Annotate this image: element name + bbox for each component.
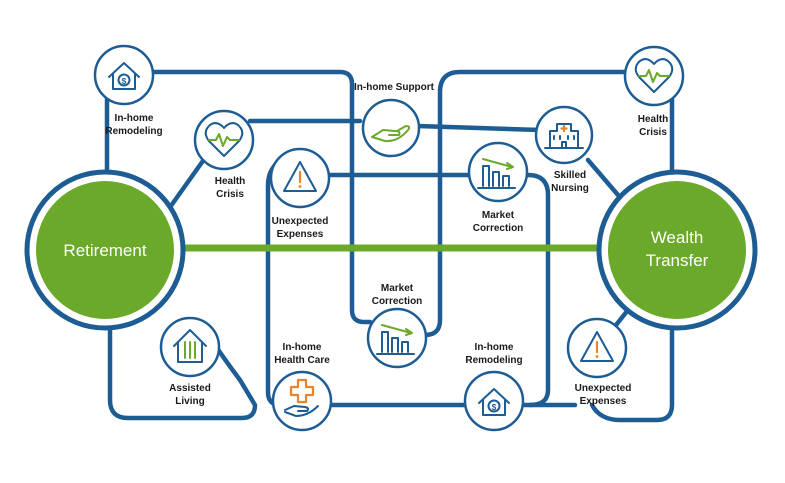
path-retirement-bottom: [107, 297, 258, 421]
svg-text:$: $: [492, 403, 497, 412]
assisted-living-label-1: Assisted: [169, 383, 211, 394]
svg-text:$: $: [122, 77, 127, 86]
node-unexpected-expenses-right: Unexpected Expenses: [566, 317, 632, 407]
node-skilled-nursing: Skilled Nursing: [534, 105, 594, 194]
path-right-bottom-loop: [589, 287, 675, 423]
node-health-crisis-left: Health Crisis: [193, 109, 255, 200]
node-market-correction-middle: Market Correction: [366, 283, 428, 369]
hand-support-icon: [371, 125, 411, 143]
house-dollar-icon: $: [478, 388, 510, 416]
heart-pulse-icon: [204, 122, 244, 157]
node-inhome-support: In-home Support: [354, 82, 435, 158]
skilled-nursing-label-1: Skilled: [554, 170, 586, 181]
node-inhome-remodeling-top-left: $ In-home Remodeling: [93, 44, 163, 137]
unexpected-left-label-1: Unexpected: [272, 216, 329, 227]
retirement-hub: Retirement: [24, 169, 186, 331]
unexpected-right-label-2: Expenses: [580, 396, 627, 407]
inhome-health-care-label-1: In-home: [283, 342, 322, 353]
health-crisis-left-label-1: Health: [215, 176, 246, 187]
inhome-remodeling-br-label-2: Remodeling: [465, 355, 522, 366]
wealth-transfer-label-line2: Transfer: [646, 251, 709, 270]
assisted-living-building-icon: [173, 329, 207, 363]
node-inhome-remodeling-bottom: In-home Remodeling $: [463, 342, 525, 432]
wealth-transfer-label-line1: Wealth: [651, 228, 704, 247]
medical-cross-hand-icon: [284, 378, 319, 417]
node-market-correction-top: Market Correction: [467, 141, 529, 234]
warning-triangle-icon: [580, 331, 614, 362]
path-support-to-nursing: [415, 123, 543, 133]
unexpected-left-label-2: Expenses: [277, 229, 324, 240]
path-retirement-to-heart: [165, 155, 208, 213]
health-crisis-left-label-2: Crisis: [216, 189, 244, 200]
node-inhome-health-care: In-home Health Care: [271, 342, 333, 432]
path-market-down-loop: [525, 172, 551, 408]
declining-chart-icon: [477, 158, 516, 189]
unexpected-right-label-1: Unexpected: [575, 383, 632, 394]
market-mid-label-2: Correction: [372, 296, 423, 307]
inhome-support-label: In-home Support: [354, 82, 435, 93]
node-health-crisis-top-right: Health Crisis: [623, 45, 685, 138]
health-crisis-tr-label-1: Health: [638, 114, 669, 125]
retirement-label: Retirement: [63, 241, 146, 260]
path-nursing-to-wealth: [585, 157, 621, 198]
hospital-building-icon: [544, 123, 584, 149]
node-unexpected-expenses-left: Unexpected Expenses: [269, 147, 331, 240]
node-assisted-living: Assisted Living: [159, 316, 221, 407]
warning-triangle-icon: [283, 161, 317, 192]
inhome-remodeling-br-label-1: In-home: [475, 342, 514, 353]
path-top-right-loop: [422, 69, 635, 338]
declining-chart-icon: [376, 324, 415, 355]
health-crisis-tr-label-2: Crisis: [639, 127, 667, 138]
market-mid-label-1: Market: [381, 283, 414, 294]
wealth-transfer-hub: Wealth Transfer: [596, 169, 758, 331]
inhome-remodeling-tl-label-2: Remodeling: [105, 126, 162, 137]
market-top-label-1: Market: [482, 210, 515, 221]
market-top-label-2: Correction: [473, 223, 524, 234]
skilled-nursing-label-2: Nursing: [551, 183, 589, 194]
inhome-health-care-label-2: Health Care: [274, 355, 330, 366]
inhome-remodeling-tl-label-1: In-home: [115, 113, 154, 124]
heart-pulse-icon: [634, 58, 674, 93]
house-dollar-icon: $: [108, 62, 140, 90]
assisted-living-label-2: Living: [175, 396, 204, 407]
